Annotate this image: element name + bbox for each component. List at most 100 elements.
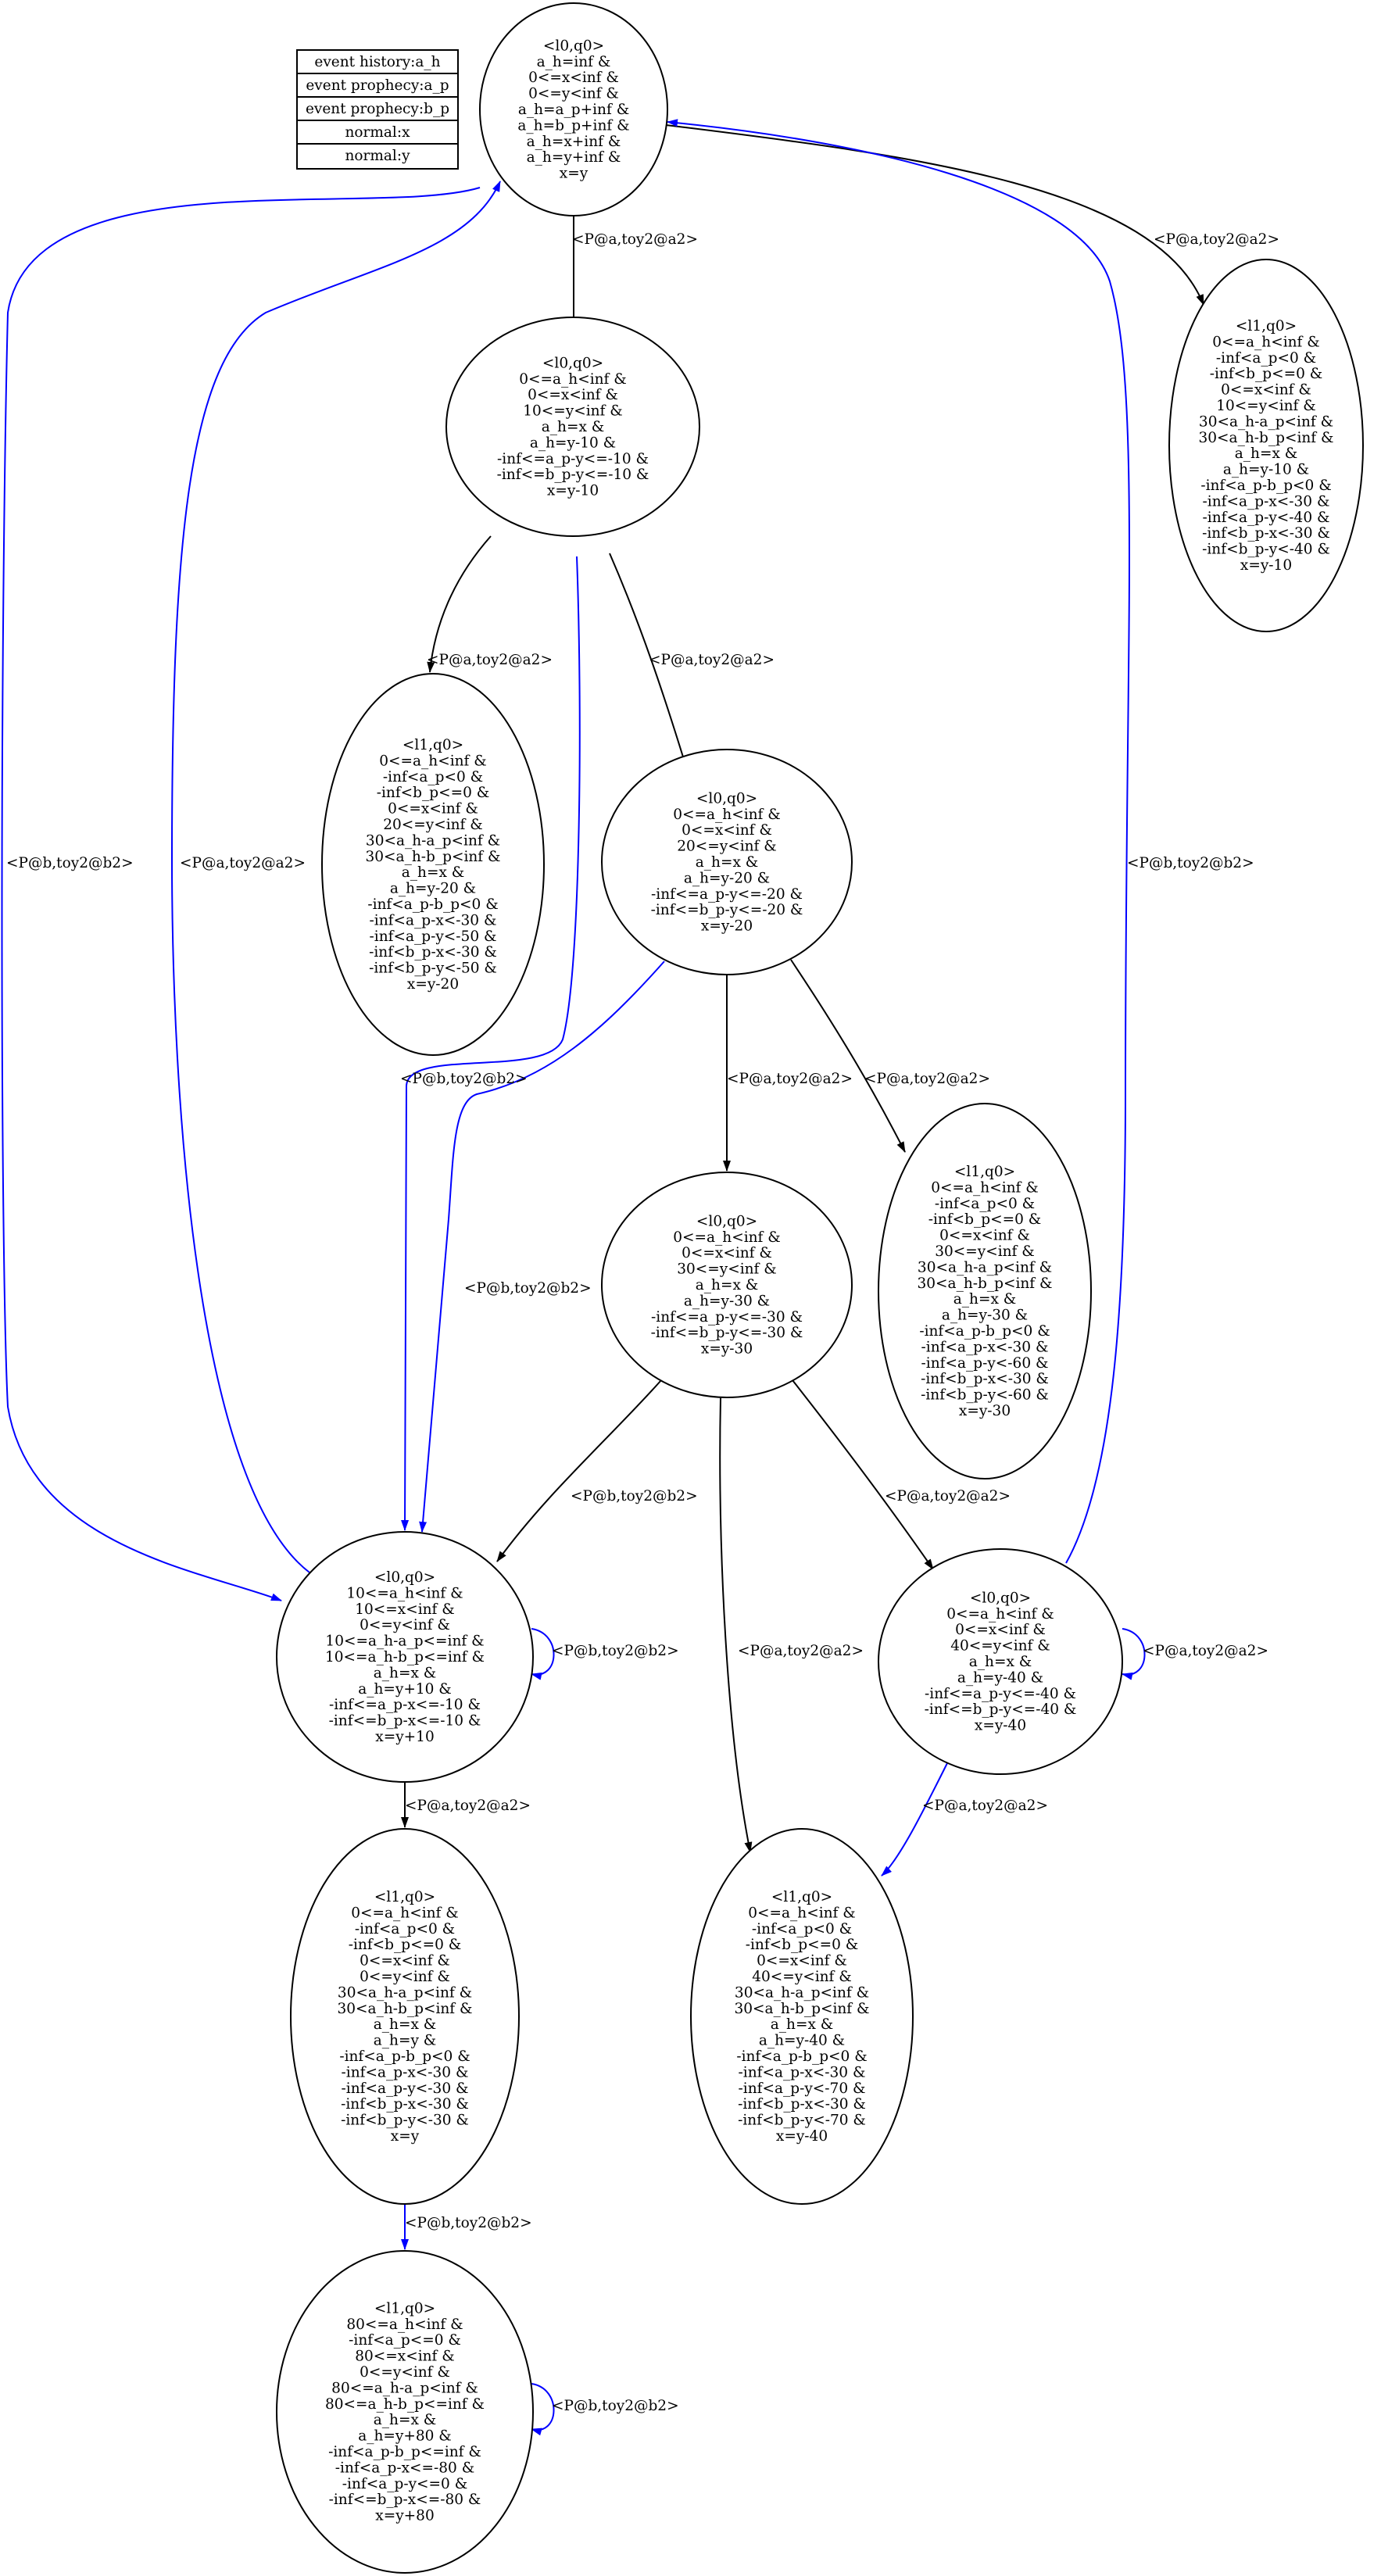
state-node-line: -inf<b_p-x<-30 & <box>738 2096 866 2113</box>
state-node-line: a_h=a_p+inf & <box>518 102 629 118</box>
state-node-line: 30<a_h-b_p<inf & <box>1199 430 1334 446</box>
legend-row: event prophecy:b_p <box>306 101 449 117</box>
state-node: <l1,q0>0<=a_h<inf &-inf<a_p<0 &-inf<b_p<… <box>878 1103 1092 1479</box>
transition-edge <box>609 553 689 773</box>
state-node-line: -inf<a_p<0 & <box>935 1196 1035 1212</box>
state-node-line: -inf<=b_p-y<=-40 & <box>925 1701 1077 1718</box>
state-node-line: a_h=x & <box>542 419 604 435</box>
state-node-line: 30<a_h-a_p<inf & <box>918 1259 1052 1275</box>
state-node-line: 0<=y<inf & <box>360 1617 450 1633</box>
state-node: <l0,q0>0<=a_h<inf &0<=x<inf &20<=y<inf &… <box>601 749 853 975</box>
state-node-line: a_h=y-30 & <box>942 1308 1028 1324</box>
state-node-line: 30<a_h-b_p<inf & <box>338 2001 473 2017</box>
transition-edge <box>531 2383 555 2436</box>
state-node-line: -inf<a_p-b_p<0 & <box>367 896 498 913</box>
state-node-line: -inf<b_p-y<-70 & <box>738 2113 866 2129</box>
legend-border <box>296 49 459 170</box>
state-node-line: a_h=y-40 & <box>957 1669 1043 1686</box>
state-node-line: a_h=y+inf & <box>527 149 621 166</box>
state-node-line: 0<=x<inf & <box>360 1953 450 1970</box>
state-node-line: -inf<=b_p-y<=-30 & <box>651 1325 803 1341</box>
state-node-line: <l1,q0> <box>954 1164 1015 1180</box>
state-node-line: x=y-20 <box>701 918 753 935</box>
state-node-line: 10<=x<inf & <box>355 1601 455 1618</box>
state-node-line: -inf<b_p-x<-30 & <box>921 1371 1049 1387</box>
state-node-line: -inf<a_p-b_p<0 & <box>1200 478 1331 494</box>
state-node-line: a_h=x & <box>374 1665 436 1681</box>
state-node-ellipse <box>321 673 545 1056</box>
state-node-line: 0<=a_h<inf & <box>351 1905 459 1921</box>
state-node-line: -inf<a_p<0 & <box>355 1921 455 1937</box>
state-node-line: a_h=y+80 & <box>358 2428 452 2445</box>
transition-edge <box>667 119 1130 1564</box>
transition-label: <P@b,toy2@b2> <box>6 855 134 871</box>
state-node-line: -inf<=b_p-y<=-20 & <box>651 902 803 918</box>
state-node-line: a_h=x & <box>771 2016 833 2033</box>
state-node-line: 80<=x<inf & <box>355 2349 455 2365</box>
state-node-line: x=y <box>560 166 589 182</box>
state-node-line: 0<=x<inf & <box>939 1228 1030 1244</box>
state-node-line: -inf<=b_p-y<=-10 & <box>497 467 649 483</box>
edge-labels: <P@a,toy2@a2> <P@a,toy2@a2> <P@a,toy2@a2> <… <box>6 231 1279 2414</box>
state-node-line: -inf<b_p-y<-60 & <box>921 1387 1049 1404</box>
state-node-line: x=y-20 <box>407 976 459 993</box>
state-node-line: -inf<a_p<0 & <box>383 769 483 785</box>
state-node-line: 0<=x<inf & <box>1221 382 1311 399</box>
state-node-line: 10<=y<inf & <box>523 403 623 420</box>
state-node-line: <l0,q0> <box>696 790 757 807</box>
state-node-line: 20<=y<inf & <box>383 817 483 833</box>
state-node-line: a_h=y & <box>374 2033 437 2049</box>
transition-label: <P@a,toy2@a2> <box>572 231 698 248</box>
transition-edge <box>419 961 665 1533</box>
state-node-line: <l0,q0> <box>374 1569 435 1586</box>
state-node-line: -inf<a_p-x<-30 & <box>921 1339 1049 1355</box>
legend-row: normal:y <box>345 148 410 164</box>
state-node-line: 0<=a_h<inf & <box>379 753 487 769</box>
state-node-ellipse <box>479 2 668 216</box>
transition-label: <P@a,toy2@a2> <box>405 1798 531 1814</box>
state-node: <l0,q0>0<=a_h<inf &0<=x<inf &30<=y<inf &… <box>601 1172 853 1398</box>
state-node: <l0,q0>0<=a_h<inf &0<=x<inf &10<=y<inf &… <box>445 317 700 537</box>
state-node-line: -inf<a_p-x<=-80 & <box>335 2460 474 2476</box>
state-node-line: 0<=a_h<inf & <box>931 1179 1039 1196</box>
transition-label: <P@b,toy2@b2> <box>552 2398 679 2414</box>
state-node-line: a_h=x & <box>374 2412 436 2428</box>
state-node: <l1,q0>0<=a_h<inf &-inf<a_p<0 &-inf<b_p<… <box>290 1828 520 2205</box>
state-node-line: -inf<b_p<=0 & <box>1210 366 1323 382</box>
state-node-ellipse <box>276 2250 534 2574</box>
state-node-ellipse <box>878 1548 1123 1775</box>
state-node-line: 30<a_h-b_p<inf & <box>918 1275 1053 1292</box>
state-node-line: <l1,q0> <box>1236 318 1297 335</box>
state-node-line: a_h=x & <box>374 2016 436 2033</box>
state-node-line: x=y-30 <box>701 1341 753 1358</box>
state-node-line: 30<=y<inf & <box>677 1261 777 1278</box>
transition-label: <P@a,toy2@a2> <box>727 1071 853 1087</box>
state-node-line: x=y <box>391 2128 420 2145</box>
state-node-line: <l0,q0> <box>970 1590 1031 1606</box>
state-node-line: -inf<a_p-b_p<0 & <box>919 1323 1050 1340</box>
state-node-line: a_h=x+inf & <box>527 134 621 150</box>
state-node-line: a_h=x & <box>696 854 758 871</box>
state-node-line: 10<=y<inf & <box>1216 398 1316 414</box>
transition-edge <box>719 1397 753 1853</box>
state-node-line: a_h=x & <box>402 864 464 881</box>
transition-edge <box>1122 1628 1146 1680</box>
state-node-line: -inf<b_p-y<-30 & <box>341 2113 469 2129</box>
state-node-line: -inf<b_p<=0 & <box>928 1211 1042 1228</box>
state-node-ellipse <box>1168 259 1364 632</box>
state-node-line: -inf<b_p-y<-40 & <box>1202 542 1330 558</box>
state-node-line: a_h=b_p+inf & <box>517 117 629 134</box>
state-node-line: -inf<b_p-x<-30 & <box>369 944 497 961</box>
state-node-line: 30<=y<inf & <box>935 1243 1035 1260</box>
state-node-line: 20<=y<inf & <box>677 839 777 855</box>
transition-label: <P@b,toy2@b2> <box>571 1488 698 1504</box>
state-node-line: 80<=a_h-a_p<inf & <box>331 2380 478 2396</box>
state-node-line: 30<a_h-a_p<inf & <box>338 1984 472 2001</box>
state-node-line: -inf<b_p-x<-30 & <box>1202 525 1330 542</box>
state-node-line: <l1,q0> <box>374 1889 435 1905</box>
state-node-line: 0<=x<inf & <box>388 801 478 818</box>
state-node-line: 0<=x<inf & <box>682 822 772 839</box>
state-node-line: x=y-10 <box>547 483 599 499</box>
state-node-line: -inf<=b_p-x<=-80 & <box>329 2492 481 2508</box>
state-node-line: 80<=a_h<inf & <box>346 2317 463 2333</box>
